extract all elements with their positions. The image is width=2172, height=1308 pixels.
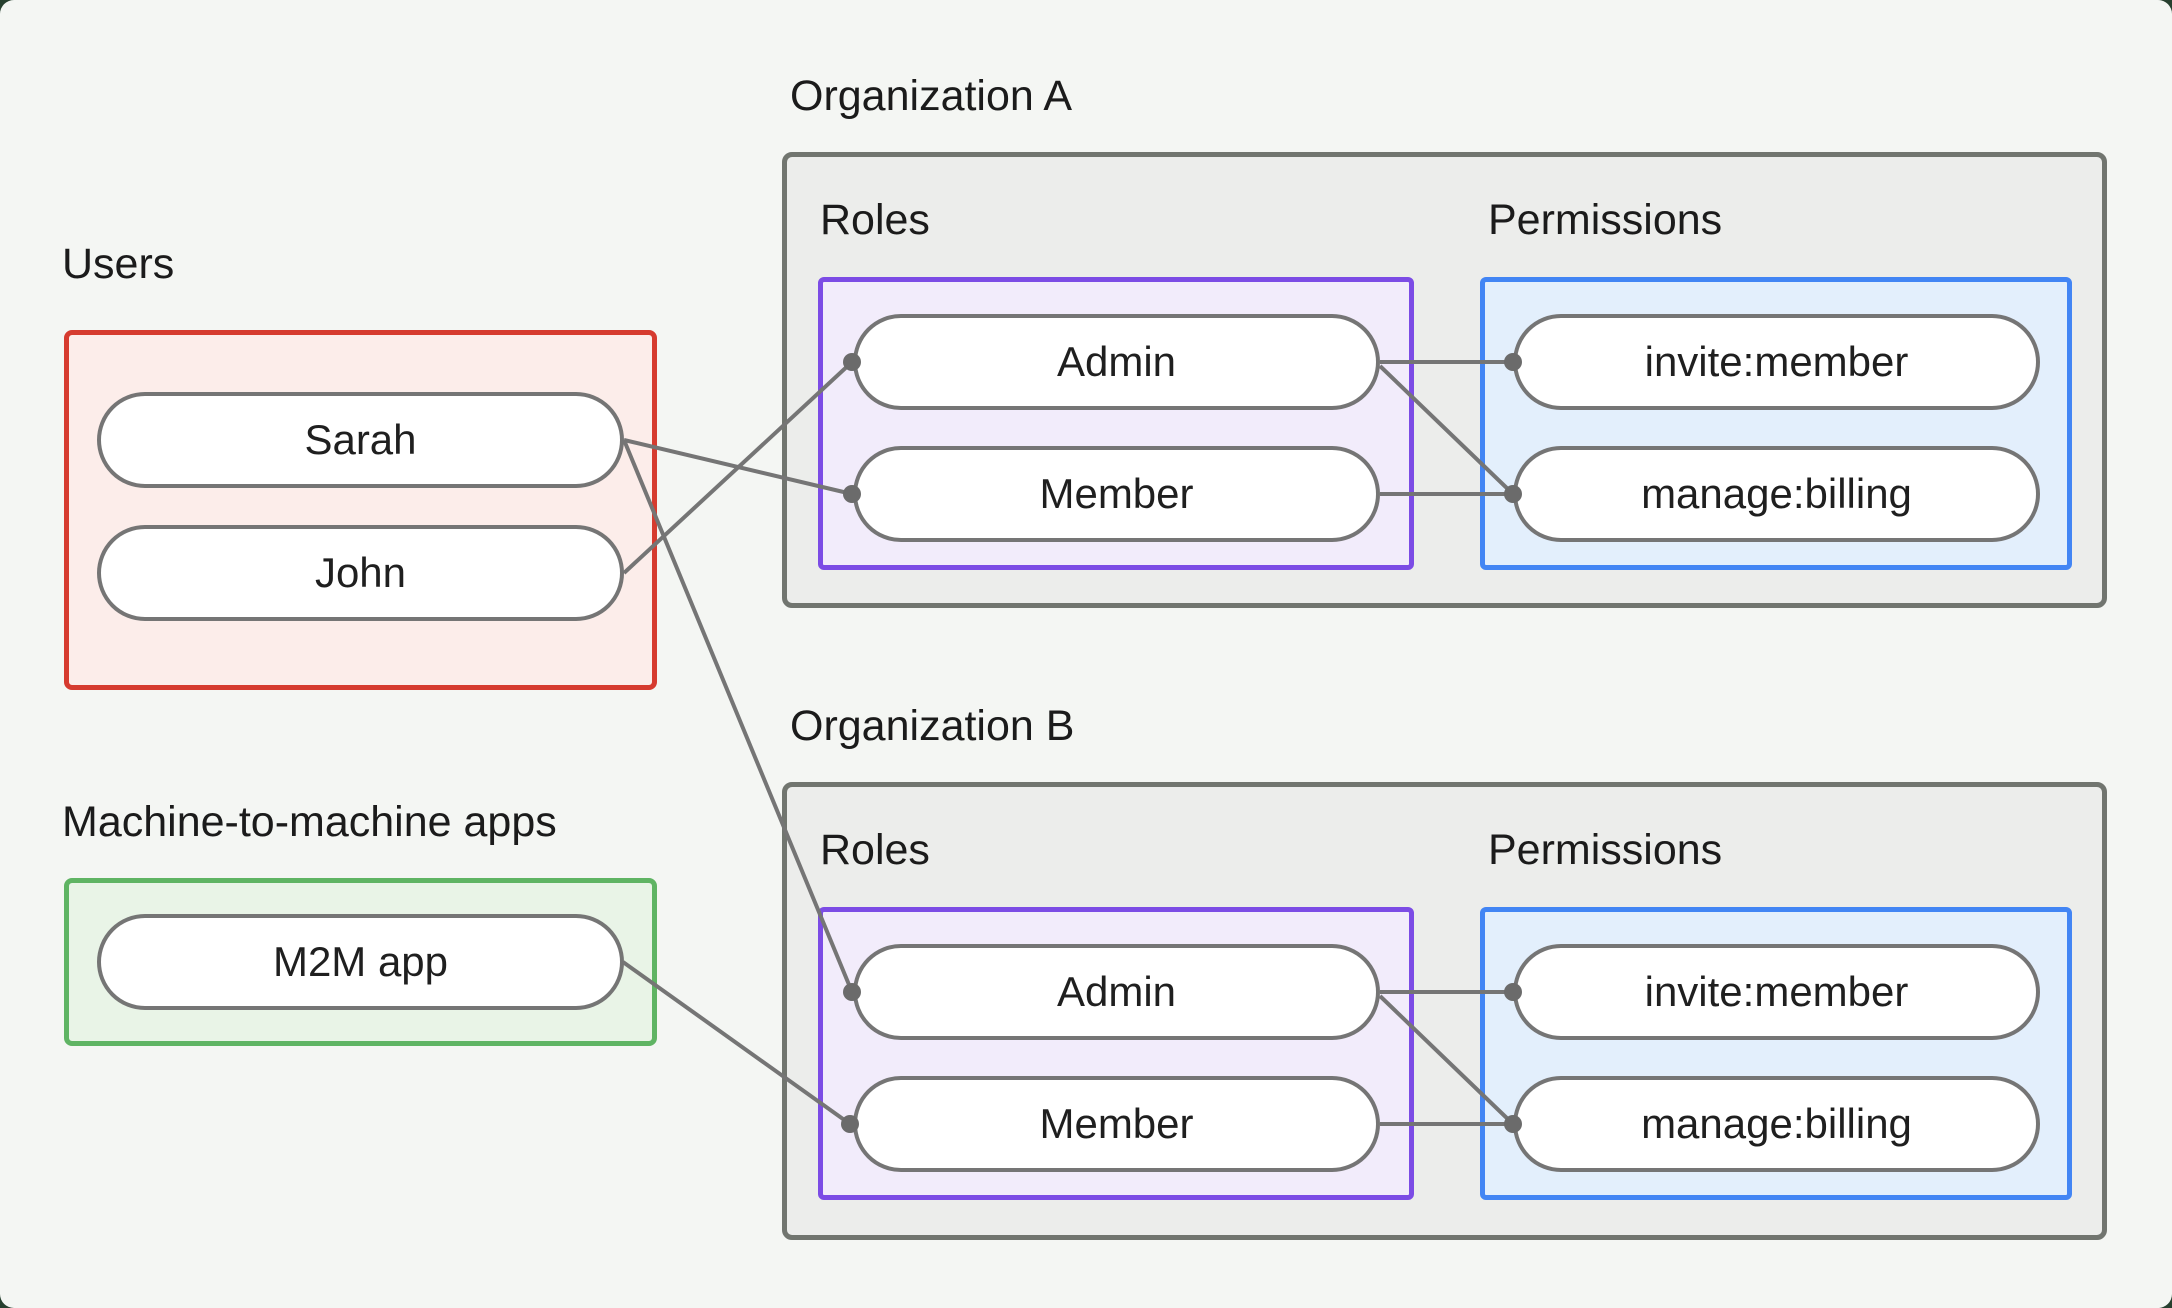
organization-b-roles-label: Roles: [820, 826, 930, 874]
users-group-box: [64, 330, 657, 690]
org-b-permission-invite-member: invite:member: [1513, 944, 2040, 1040]
org-b-permission-manage-billing: manage:billing: [1513, 1076, 2040, 1172]
org-a-role-member: Member: [853, 446, 1380, 542]
m2m-group-label: Machine-to-machine apps: [62, 798, 557, 846]
org-a-permission-invite-member: invite:member: [1513, 314, 2040, 410]
org-b-role-member: Member: [853, 1076, 1380, 1172]
user-node-john: John: [97, 525, 624, 621]
users-group-label: Users: [62, 240, 175, 288]
organization-a-roles-label: Roles: [820, 196, 930, 244]
organization-a-permissions-label: Permissions: [1488, 196, 1723, 244]
organization-b-permissions-label: Permissions: [1488, 826, 1723, 874]
organization-b-title: Organization B: [790, 702, 1075, 750]
org-a-role-admin: Admin: [853, 314, 1380, 410]
m2m-app-node: M2M app: [97, 914, 624, 1010]
org-a-permission-manage-billing: manage:billing: [1513, 446, 2040, 542]
organization-a-title: Organization A: [790, 72, 1073, 120]
org-b-role-admin: Admin: [853, 944, 1380, 1040]
user-node-sarah: Sarah: [97, 392, 624, 488]
